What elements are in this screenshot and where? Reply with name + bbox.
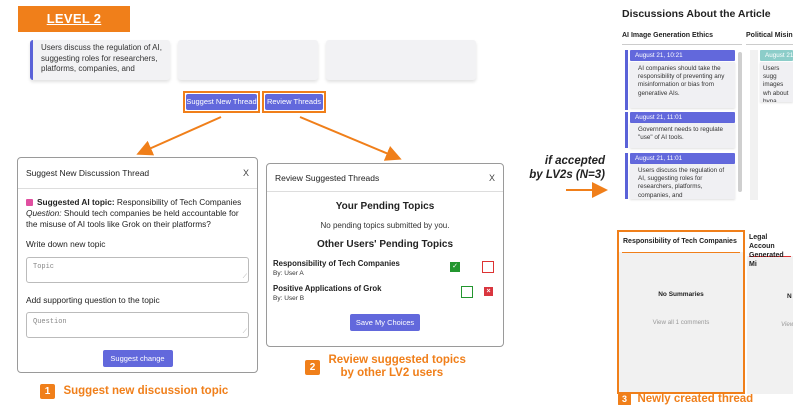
no-summaries-text: N [787, 293, 792, 300]
card-text: AI companies should take the responsibil… [630, 62, 735, 108]
your-pending-heading: Your Pending Topics [335, 201, 435, 212]
review-threads-panel: Review Suggested Threads X Your Pending … [266, 163, 504, 347]
card-accent [625, 50, 628, 110]
column-background [750, 50, 758, 200]
accept-checkbox[interactable] [461, 286, 473, 298]
card-text: Government needs to regulate "use" of AI… [630, 123, 735, 148]
suggested-topic: Suggested AI topic: Responsibility of Te… [26, 197, 242, 229]
your-pending-empty: No pending topics submitted by you. [320, 221, 450, 230]
card-date: August 21, 10:21 [760, 50, 793, 61]
discussions-title: Discussions About the Article [622, 8, 771, 20]
suggest-thread-panel: Suggest New Discussion Thread X Suggeste… [17, 157, 258, 373]
reject-checkbox[interactable] [482, 261, 494, 273]
caption-2: 2 Review suggested topics by other LV2 u… [305, 354, 466, 381]
resize-handle-icon[interactable]: ⟋ [242, 329, 247, 335]
suggest-new-thread-button[interactable]: Suggest New Thread [186, 94, 257, 110]
title-underline [749, 256, 791, 257]
column-divider [622, 44, 742, 45]
card-date: August 21, 11:01 [630, 112, 735, 123]
resize-handle-icon[interactable]: ⟋ [242, 274, 247, 280]
comment-text: Users discuss the regulation of AI, sugg… [41, 43, 162, 73]
question-input[interactable]: Question [26, 312, 249, 338]
pending-item-author: By: User B [273, 295, 305, 302]
title-underline [622, 252, 740, 253]
accept-note: if accepted by LV2s (N=3) [529, 155, 605, 181]
view-comments-link[interactable]: View [781, 321, 793, 328]
save-choices-button[interactable]: Save My Choices [350, 314, 420, 331]
topic-input[interactable]: Topic [26, 257, 249, 283]
card-date: August 21, 10:21 [630, 50, 735, 61]
topic-label: Write down new topic [26, 239, 106, 249]
panel-title: Review Suggested Threads [275, 173, 380, 183]
review-threads-button[interactable]: Review Threads [265, 94, 323, 110]
pending-item-author: By: User A [273, 270, 304, 277]
legal-thread-title: Legal Accoun Generated Mi [747, 230, 793, 268]
caption-3: 3 Newly created thread [618, 389, 753, 405]
level-badge: LEVEL 2 [18, 6, 130, 32]
pending-item-title: Positive Applications of Grok [273, 284, 382, 293]
caption-1: 1 Suggest new discussion topic [40, 381, 228, 399]
comment-card-empty [178, 40, 318, 80]
card-accent [625, 153, 628, 199]
close-icon[interactable]: X [242, 168, 249, 178]
comment-card-empty [326, 40, 476, 80]
view-comments-link[interactable]: View all 1 comments [652, 319, 710, 326]
pending-item-title: Responsibility of Tech Companies [273, 259, 400, 268]
highlight-frame [183, 91, 260, 113]
card-date: August 21, 11:01 [630, 153, 735, 164]
suggest-change-button[interactable]: Suggest change [102, 350, 173, 367]
column-title[interactable]: AI Image Generation Ethics [622, 32, 714, 39]
other-pending-heading: Other Users' Pending Topics [316, 239, 454, 250]
scrollbar[interactable] [738, 52, 742, 192]
pending-item: Positive Applications of Grok By: User B… [267, 284, 503, 306]
reject-x-icon[interactable]: × [484, 287, 493, 296]
legal-thread-column[interactable]: Legal Accoun Generated Mi N View [747, 230, 793, 394]
card-accent [625, 112, 628, 148]
accept-check-icon[interactable]: ✓ [450, 262, 460, 272]
card-text: Users discuss the regulation of AI, sugg… [630, 164, 735, 199]
close-icon[interactable]: X [488, 173, 495, 183]
highlight-frame [262, 91, 326, 113]
new-thread-column[interactable]: Responsibility of Tech Companies No Summ… [617, 230, 745, 394]
no-summaries-text: No Summaries [658, 291, 704, 298]
card-text: Users sugg images wh about bypa [760, 62, 793, 102]
checkbox-icon[interactable] [26, 199, 33, 207]
comment-card: Users discuss the regulation of AI, sugg… [30, 40, 170, 80]
new-thread-title: Responsibility of Tech Companies [619, 232, 743, 252]
pending-item: Responsibility of Tech Companies By: Use… [267, 259, 503, 281]
column-divider [746, 44, 793, 45]
panel-title: Suggest New Discussion Thread [26, 168, 150, 178]
column-title[interactable]: Political Misin [746, 32, 793, 39]
question-label: Add supporting question to the topic [26, 295, 160, 305]
